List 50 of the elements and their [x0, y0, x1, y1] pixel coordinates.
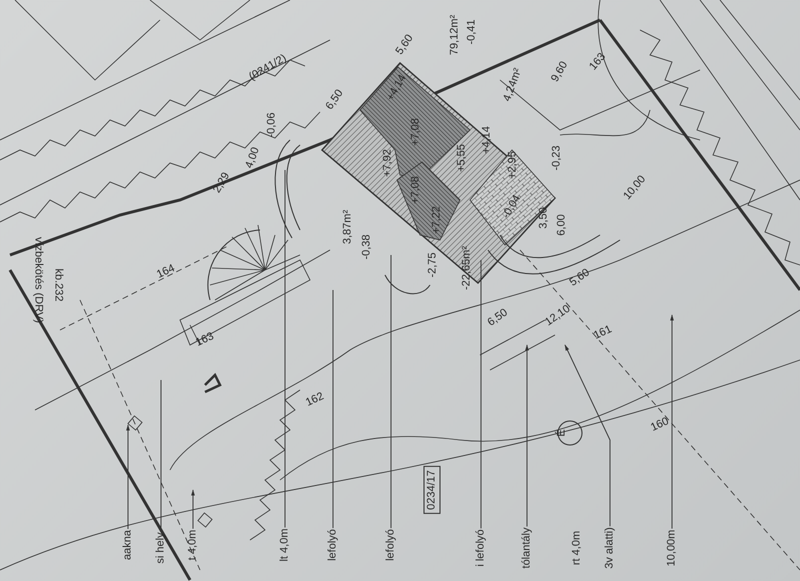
dimension-text: -22,65m²: [462, 246, 472, 290]
dimension-text: 161: [592, 324, 614, 342]
leader-line: [525, 344, 529, 527]
dimension-text: +5,55: [456, 144, 468, 172]
leader-text: lefolyó: [328, 529, 338, 561]
dimension-text: -2,75: [428, 252, 438, 278]
dimension-text: 79,12m²: [450, 14, 460, 56]
dimension-text: kb.232: [52, 268, 64, 302]
dimension-text: 6,00: [556, 214, 568, 236]
dimension-text: 162: [304, 391, 326, 409]
dimension-text: 160: [649, 416, 671, 434]
parcel-number: 0234/17: [424, 466, 440, 514]
dimension-text: 4,24m²: [502, 67, 524, 103]
dimension-text: 163: [194, 331, 216, 349]
dimension-text: -0,38: [362, 234, 372, 260]
leader-line: [191, 489, 195, 530]
dimension-text: -0,41: [466, 19, 478, 45]
dimension-text: +2,95: [508, 151, 518, 179]
dimension-text: -0,23: [552, 145, 562, 171]
dimension-text: +7,08: [410, 176, 422, 204]
leader-text: 10,00m: [666, 530, 678, 566]
leader-line: [564, 344, 610, 527]
dimension-text: rt 4,0m: [572, 530, 582, 566]
leader-text: 3v alatti): [604, 527, 616, 569]
dimension-text: 163: [588, 51, 608, 73]
leader-line: [390, 254, 392, 529]
leader-text: si hely: [156, 532, 166, 564]
leader-line: [332, 290, 334, 529]
dimension-text: -0,06: [266, 112, 278, 138]
dimension-text: +7,92: [382, 149, 394, 177]
dimension-text: 3,50: [538, 207, 550, 229]
north-mark: É: [556, 429, 568, 437]
leader-text: i lefolyó: [476, 529, 486, 567]
dimension-text: +4,14: [482, 126, 492, 154]
leader-text: tólantály: [522, 528, 532, 568]
dimension-text: +7,22: [432, 206, 442, 234]
dimension-text: 5,60: [568, 267, 592, 289]
leader-line: [480, 260, 482, 529]
dimension-text: +7,08: [410, 118, 422, 146]
dimension-text: 6,50: [486, 307, 510, 329]
dimension-text: 164: [155, 263, 177, 281]
leader-text: t 4,0m: [188, 530, 198, 560]
leader-line: [126, 424, 130, 530]
dimension-text: 3,87m²: [342, 210, 354, 244]
leader-text: aakna: [122, 530, 134, 560]
leader-line: [670, 314, 674, 530]
leader-text: lefolyó: [386, 529, 396, 561]
leader-text: lt 4,0m: [280, 528, 290, 562]
dimension-text: 4,00: [244, 146, 262, 170]
leader-line: [284, 170, 286, 528]
